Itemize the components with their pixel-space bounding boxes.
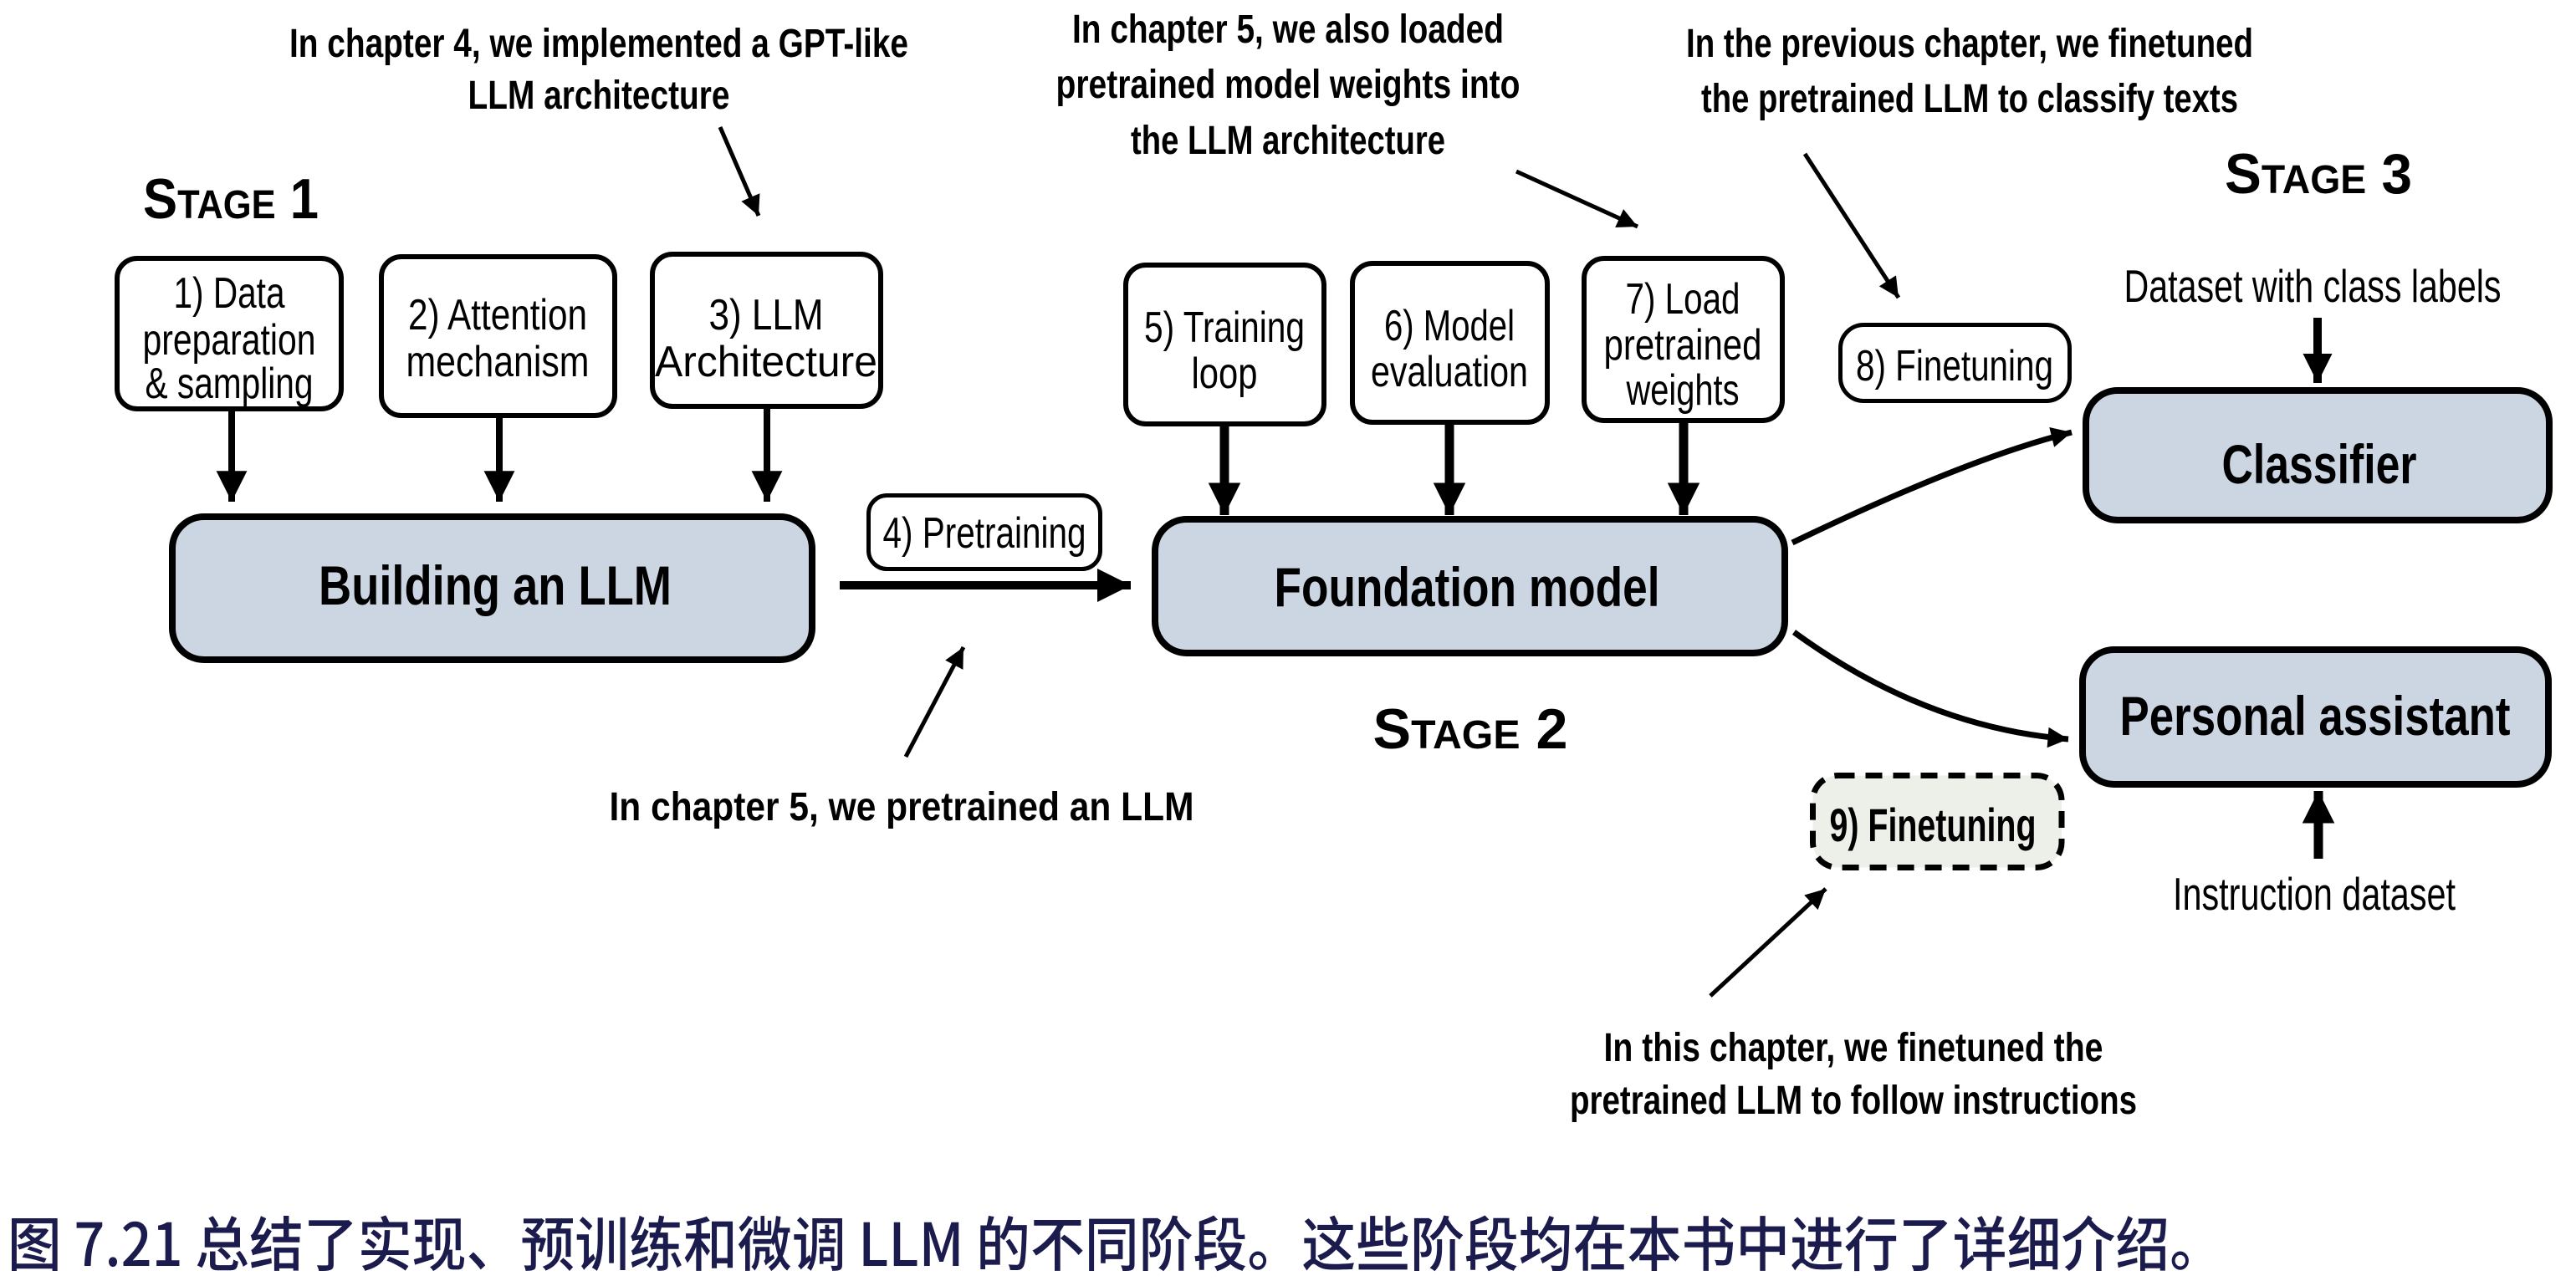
svg-text:loop: loop xyxy=(1192,350,1258,398)
svg-text:Stage 2: Stage 2 xyxy=(1373,697,1568,761)
svg-text:& sampling: & sampling xyxy=(146,360,314,408)
svg-text:Classifier: Classifier xyxy=(2222,433,2417,495)
svg-text:1) Data: 1) Data xyxy=(174,269,285,318)
svg-text:In chapter 5, we also loaded: In chapter 5, we also loaded xyxy=(1072,8,1504,52)
svg-text:3) LLM: 3) LLM xyxy=(709,291,824,339)
svg-text:In this chapter, we finetuned: In this chapter, we finetuned the xyxy=(1604,1026,2103,1070)
svg-text:6) Model: 6) Model xyxy=(1384,302,1515,350)
svg-text:Instruction dataset: Instruction dataset xyxy=(2173,868,2456,920)
svg-text:8) Finetuning: 8) Finetuning xyxy=(1856,342,2053,390)
svg-text:4) Pretraining: 4) Pretraining xyxy=(883,509,1086,558)
svg-text:Architecture: Architecture xyxy=(655,338,877,386)
svg-text:2) Attention: 2) Attention xyxy=(408,291,587,339)
svg-text:Stage 1: Stage 1 xyxy=(143,167,319,231)
svg-text:pretrained: pretrained xyxy=(1604,321,1762,370)
svg-text:weights: weights xyxy=(1626,366,1740,415)
svg-text:Foundation model: Foundation model xyxy=(1275,556,1660,618)
svg-text:preparation: preparation xyxy=(143,316,316,365)
svg-text:5) Training: 5) Training xyxy=(1144,304,1305,352)
svg-text:LLM architecture: LLM architecture xyxy=(468,74,730,118)
svg-text:In chapter 5, we pretrained an: In chapter 5, we pretrained an LLM xyxy=(610,785,1194,829)
svg-text:Stage 3: Stage 3 xyxy=(2225,142,2412,206)
svg-text:In the previous chapter, we fi: In the previous chapter, we finetuned xyxy=(1686,22,2253,66)
svg-text:9) Finetuning: 9) Finetuning xyxy=(1830,799,2037,851)
svg-text:7) Load: 7) Load xyxy=(1626,275,1740,324)
svg-text:the pretrained LLM to classify: the pretrained LLM to classify texts xyxy=(1701,77,2238,121)
svg-text:the LLM architecture: the LLM architecture xyxy=(1131,119,1445,163)
svg-text:Personal assistant: Personal assistant xyxy=(2120,685,2511,747)
svg-text:pretrained LLM to follow instr: pretrained LLM to follow instructions xyxy=(1570,1079,2137,1123)
svg-text:Building an LLM: Building an LLM xyxy=(319,554,672,616)
svg-text:In chapter 4, we implemented a: In chapter 4, we implemented a GPT-like xyxy=(289,22,908,66)
svg-text:pretrained model weights into: pretrained model weights into xyxy=(1056,63,1521,107)
svg-text:mechanism: mechanism xyxy=(406,338,590,386)
svg-text:Dataset with class labels: Dataset with class labels xyxy=(2124,260,2502,312)
svg-text:evaluation: evaluation xyxy=(1371,348,1528,396)
